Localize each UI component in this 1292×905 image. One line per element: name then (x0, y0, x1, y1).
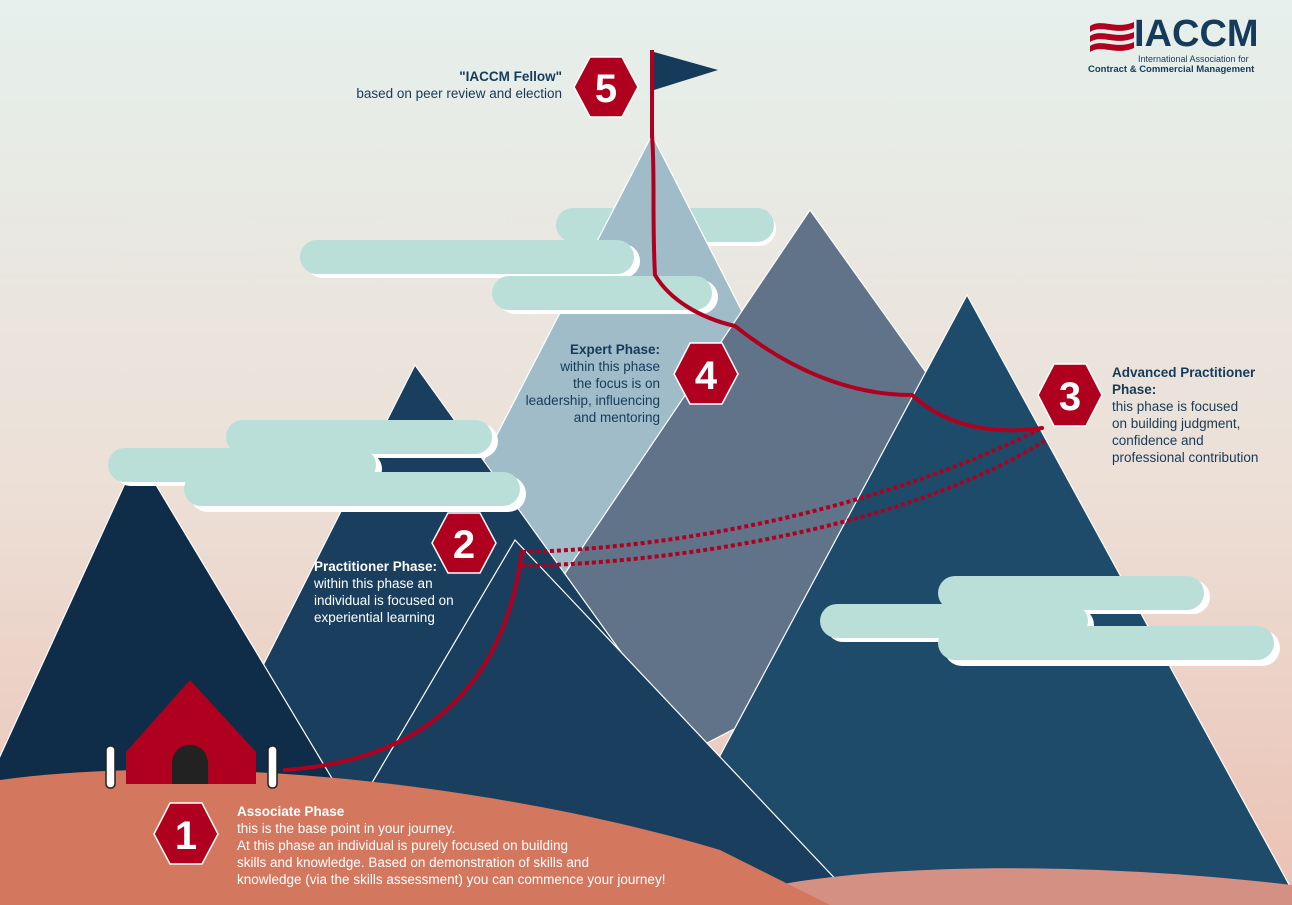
cloud-left (108, 420, 526, 512)
ground-hill-front (0, 769, 830, 905)
svg-text:4: 4 (695, 354, 718, 398)
phase-badge-5: 5 (573, 56, 639, 118)
phase-1-line: this is the base point in your journey. (237, 821, 456, 836)
phase-2-line: within this phase an (314, 576, 433, 591)
phase-3-line: this phase is focused (1112, 399, 1239, 414)
phase-3-title: Advanced Practitioner (1112, 365, 1256, 380)
svg-text:5: 5 (595, 67, 617, 111)
phase-3-text: Advanced Practitioner Phase: this phase … (1112, 364, 1288, 466)
rope-bridge-top (521, 426, 1043, 554)
brand-subtitle-line2: Contract & Commercial Management (1088, 64, 1255, 75)
phase-2-title: Practitioner Phase: (314, 559, 438, 574)
phase-badge-3: 3 (1037, 363, 1103, 427)
phase-5-line: based on peer review and election (356, 86, 562, 101)
journey-path (283, 550, 524, 772)
rope-bridge-bottom (521, 438, 1048, 568)
phase-4-text: Expert Phase: within this phase the focu… (480, 341, 660, 426)
svg-text:3: 3 (1059, 375, 1081, 419)
flag-icon (650, 50, 718, 138)
phase-1-line: skills and knowledge. Based on demonstra… (237, 855, 589, 870)
phase-4-line: within this phase (560, 359, 660, 374)
phase-badge-1: 1 (153, 802, 219, 865)
phase-4-title: Expert Phase: (569, 342, 660, 357)
brand-name: IACCM (1134, 13, 1259, 55)
svg-text:2: 2 (453, 523, 475, 567)
phase-badge-2: 2 (431, 512, 497, 574)
journey-path-upper (650, 133, 1044, 433)
phase-5-title: "IACCM Fellow" (459, 69, 562, 84)
phase-3-line: on building judgment, (1112, 416, 1241, 431)
phase-1-title: Associate Phase (237, 804, 345, 819)
wave-logo-icon (1090, 22, 1134, 52)
phase-1-line: At this phase an individual is purely fo… (237, 838, 568, 853)
phase-4-line: leadership, influencing (525, 393, 660, 408)
phase-5-text: "IACCM Fellow" based on peer review and … (300, 68, 562, 102)
svg-text:1: 1 (175, 814, 197, 858)
phase-2-line: individual is focused on (314, 593, 454, 608)
phase-badge-4: 4 (673, 342, 739, 405)
cloud-right (820, 576, 1280, 666)
iaccm-logo: IACCM International Association for Cont… (1088, 13, 1278, 78)
ground-hill-back (700, 868, 1292, 905)
tent-icon (105, 680, 278, 789)
phase-2-line: experiential learning (314, 610, 435, 625)
phase-3-line: professional contribution (1112, 450, 1259, 465)
brand-subtitle-line1: International Association for (1138, 54, 1249, 64)
phase-4-line: and mentoring (573, 410, 660, 425)
phase-1-line: knowledge (via the skills assessment) yo… (237, 872, 666, 887)
phase-1-text: Associate Phase this is the base point i… (237, 803, 717, 888)
phase-2-text: Practitioner Phase: within this phase an… (314, 558, 504, 626)
phase-4-line: the focus is on (572, 376, 660, 391)
phase-3-title: Phase: (1112, 382, 1157, 397)
phase-3-line: confidence and (1112, 433, 1204, 448)
